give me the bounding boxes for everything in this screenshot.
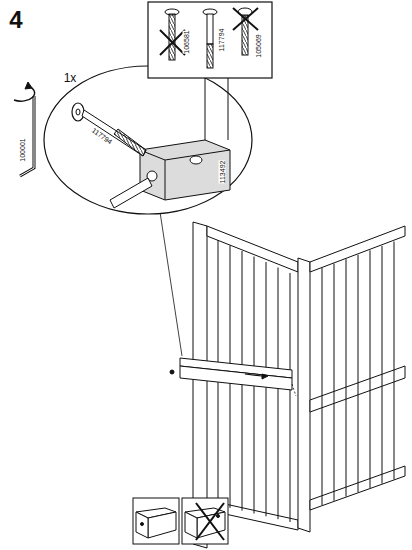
part-number: 106581 [183, 30, 190, 53]
step-number: 4 [9, 8, 22, 32]
slat-line [370, 250, 371, 488]
slat-line [290, 273, 291, 522]
part-number: 100001 [19, 138, 26, 161]
part-number: 117794 [218, 29, 225, 52]
slat-line [278, 268, 279, 520]
slat-line [322, 268, 323, 505]
part-number: 105069 [255, 34, 262, 57]
slat-line [346, 259, 347, 496]
quantity: 1x [64, 72, 77, 84]
part-number: 113492 [219, 161, 226, 184]
slat-line [334, 264, 335, 501]
slat-line [394, 241, 395, 479]
slat-line [382, 246, 383, 484]
slat-line [266, 262, 267, 516]
slat-line [358, 255, 359, 492]
